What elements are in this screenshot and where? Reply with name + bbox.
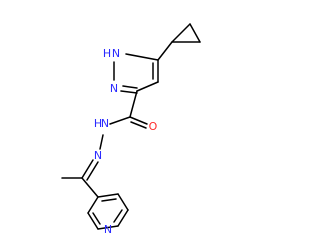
structure-canvas: H N N O H N N N xyxy=(61,23,201,236)
bond xyxy=(117,193,129,211)
atom-labels: H N N O H N N N xyxy=(94,47,158,236)
cyclopropyl-ring xyxy=(171,23,201,43)
hydrazone-n-label: N xyxy=(94,149,102,162)
ring-nh-n-label: N xyxy=(112,47,120,60)
bond xyxy=(97,193,119,198)
bond xyxy=(101,198,117,202)
pyridine-n-label: N xyxy=(104,223,112,236)
bond xyxy=(171,23,191,43)
bond xyxy=(122,85,138,89)
carbonyl-o-label: O xyxy=(149,120,158,133)
hydrazide-nh-n-label: N xyxy=(101,117,109,130)
bond xyxy=(129,90,138,118)
bond xyxy=(125,53,159,61)
bond xyxy=(130,121,147,129)
bond xyxy=(113,209,123,223)
pyridine-ring xyxy=(87,193,129,230)
bond xyxy=(81,177,99,198)
bond xyxy=(129,116,148,125)
bond xyxy=(120,90,138,94)
bond xyxy=(81,159,94,179)
bond xyxy=(87,196,99,214)
bond xyxy=(117,209,129,227)
bond xyxy=(97,225,119,230)
bond xyxy=(87,212,99,230)
ring-n-label: N xyxy=(110,82,118,95)
bond xyxy=(92,212,101,225)
bond xyxy=(189,23,201,43)
bond xyxy=(136,81,159,92)
molecule-structure: H N N O H N N N xyxy=(61,23,201,236)
bond xyxy=(86,161,99,181)
ring-nh-h-label: H xyxy=(103,47,111,60)
hydrazide-nh-h-label: H xyxy=(94,117,102,130)
pyrazole-ring xyxy=(113,41,173,94)
bond xyxy=(109,116,131,125)
hydrazide-chain xyxy=(61,90,148,198)
bond xyxy=(157,41,173,61)
bond xyxy=(99,134,104,150)
